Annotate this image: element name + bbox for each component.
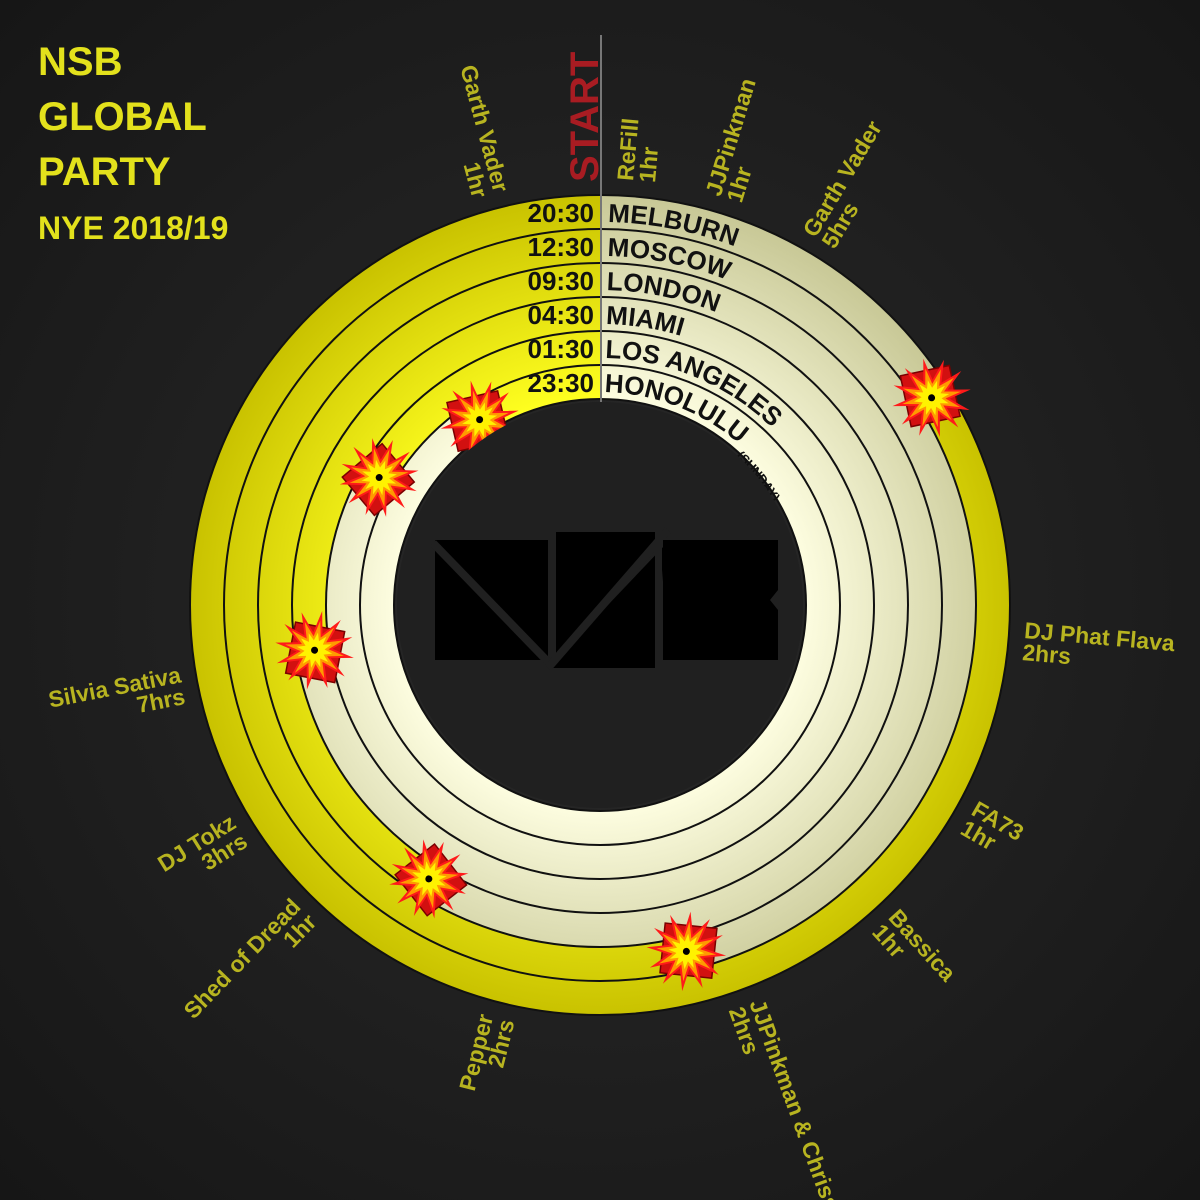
dj-name: ReFill bbox=[612, 117, 643, 182]
dj-duration: 2hrs bbox=[1021, 639, 1072, 669]
dj-name: JJPinkman & Chrissi bbox=[744, 996, 847, 1200]
explosion-icon bbox=[275, 610, 354, 690]
midnight-bursts bbox=[275, 358, 971, 992]
start-label: START bbox=[563, 52, 607, 182]
title-line-3: PARTY bbox=[38, 150, 171, 194]
logo-letter-b bbox=[663, 540, 778, 660]
dj-name: Shed of Dread bbox=[178, 893, 305, 1023]
city-time: 12:30 bbox=[528, 232, 595, 262]
city-time: 04:30 bbox=[528, 300, 595, 330]
explosion-icon bbox=[389, 839, 469, 919]
title-line-1: NSB bbox=[38, 40, 123, 84]
logo-letter-s bbox=[544, 527, 672, 672]
city-time: 20:30 bbox=[528, 198, 595, 228]
explosion-icon bbox=[339, 438, 419, 517]
logo-letter-n bbox=[430, 540, 555, 669]
dj-duration: 1hr bbox=[634, 146, 663, 184]
explosion-icon bbox=[892, 358, 971, 437]
title-line-4: NYE 2018/19 bbox=[38, 210, 229, 246]
title-line-2: GLOBAL bbox=[38, 95, 207, 139]
explosion-icon bbox=[646, 911, 727, 992]
nsb-logo bbox=[397, 402, 803, 808]
city-time: 01:30 bbox=[528, 334, 595, 364]
city-time: 09:30 bbox=[528, 266, 595, 296]
city-time: 23:30 bbox=[528, 368, 595, 398]
